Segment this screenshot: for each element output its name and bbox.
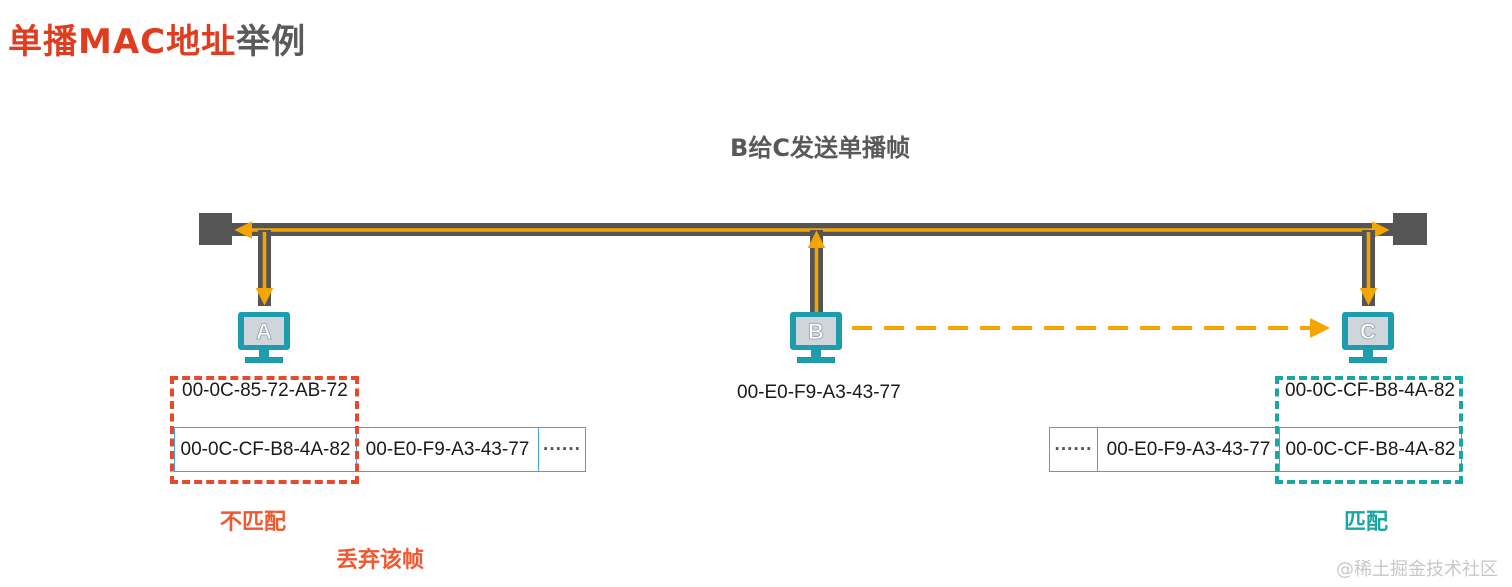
match-highlight bbox=[1275, 376, 1463, 484]
watermark: @稀土掘金技术社区 bbox=[1336, 559, 1498, 580]
frame-a-src-mac: 00-E0-F9-A3-43-77 bbox=[356, 427, 539, 472]
frame-c-src-mac: 00-E0-F9-A3-43-77 bbox=[1097, 427, 1280, 472]
frame-c-dst-mac: 00-0C-CF-B8-4A-82 bbox=[1279, 427, 1462, 472]
host-a-mac: 00-0C-85-72-AB-72 bbox=[182, 380, 348, 401]
computer-icon-a: A bbox=[238, 312, 290, 363]
diagram-caption: B给C发送单播帧 bbox=[730, 134, 910, 162]
page-title: 单播MAC地址举例 bbox=[8, 14, 306, 63]
frame-c-more: ······ bbox=[1049, 427, 1098, 472]
match-label: 匹配 bbox=[1344, 510, 1389, 535]
title-highlight: 单播MAC地址 bbox=[8, 22, 237, 62]
host-b-label: B bbox=[808, 319, 824, 344]
drop-line-b bbox=[807, 230, 826, 314]
host-a-label: A bbox=[256, 319, 272, 344]
frame-a-dst-mac: 00-0C-CF-B8-4A-82 bbox=[174, 427, 357, 472]
computer-icon-b: B bbox=[790, 312, 842, 363]
bus-terminator-right bbox=[1393, 213, 1427, 245]
drop-line-a bbox=[255, 230, 274, 306]
drop-line-c bbox=[1359, 230, 1378, 306]
host-c-mac: 00-0C-CF-B8-4A-82 bbox=[1285, 380, 1455, 401]
computer-icon-c: C bbox=[1342, 312, 1394, 363]
frame-a-more: ······ bbox=[538, 427, 586, 472]
bus-terminator-left bbox=[199, 213, 232, 245]
mismatch-label: 不匹配 bbox=[220, 510, 287, 535]
discard-label: 丢弃该帧 bbox=[336, 548, 425, 573]
host-b-mac: 00-E0-F9-A3-43-77 bbox=[737, 382, 901, 403]
mismatch-highlight bbox=[170, 376, 359, 484]
bus-segment bbox=[199, 213, 1427, 245]
host-c-label: C bbox=[1360, 319, 1376, 344]
title-suffix: 举例 bbox=[236, 22, 307, 62]
